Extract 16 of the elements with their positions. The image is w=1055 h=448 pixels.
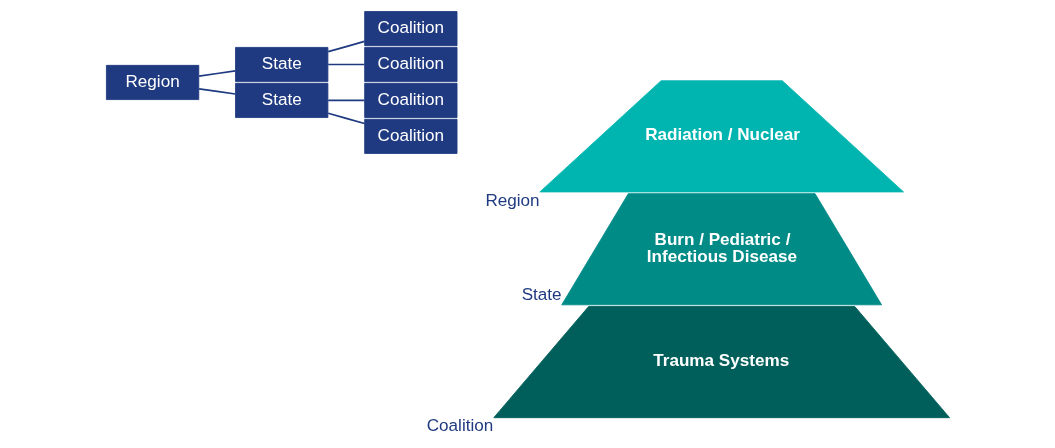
node-box: State — [234, 47, 328, 83]
connector — [326, 112, 365, 125]
node-box: Region — [105, 64, 199, 100]
node-label: State — [521, 284, 562, 304]
node-label: Coalition — [426, 416, 493, 436]
node-label: Region — [484, 190, 540, 210]
node-box: Coalition — [363, 82, 457, 118]
connector — [326, 99, 365, 102]
node-box: Coalition — [363, 11, 457, 47]
connector — [197, 70, 236, 77]
node-box: Coalition — [363, 47, 457, 83]
connector — [326, 63, 365, 66]
connector — [197, 88, 236, 95]
node-box: State — [234, 82, 328, 118]
node-box: Coalition — [363, 118, 457, 154]
connector — [326, 40, 365, 53]
